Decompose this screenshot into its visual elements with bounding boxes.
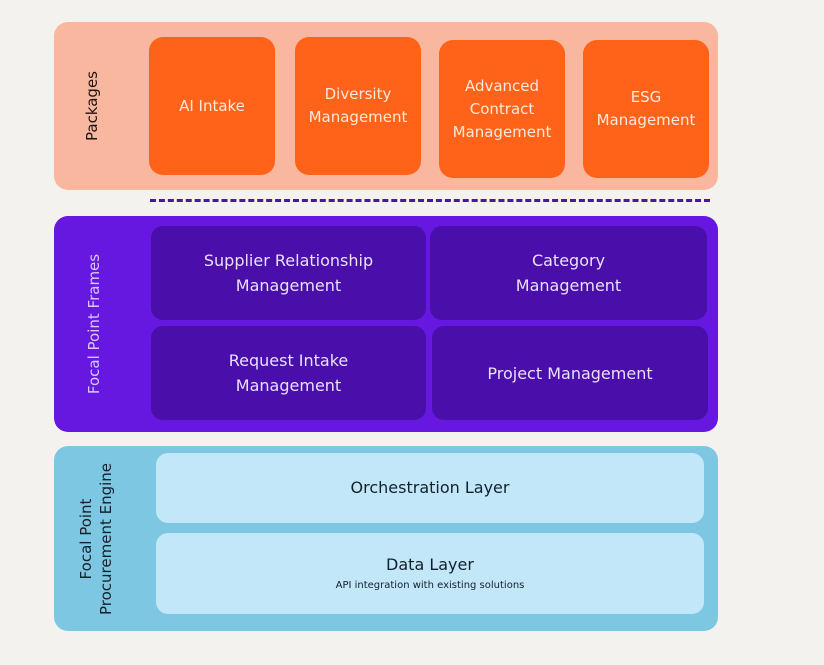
frame-project-management[interactable]: Project Management	[432, 326, 708, 420]
frame-request-intake-management[interactable]: Request Intake Management	[151, 326, 426, 420]
data-layer[interactable]: Data Layer API integration with existing…	[156, 533, 704, 614]
engine-label: Focal Point Procurement Engine	[77, 462, 115, 615]
packages-label: Packages	[83, 71, 101, 141]
data-layer-subtitle: API integration with existing solutions	[335, 580, 525, 591]
package-advanced-contract-management[interactable]: Advanced Contract Management	[439, 40, 565, 178]
package-ai-intake[interactable]: AI Intake	[149, 37, 275, 175]
orchestration-layer[interactable]: Orchestration Layer	[156, 453, 704, 523]
frame-category-management[interactable]: Category Management	[430, 226, 707, 320]
package-diversity-management[interactable]: Diversity Management	[295, 37, 421, 175]
dashed-divider	[150, 199, 710, 202]
frame-supplier-relationship-management[interactable]: Supplier Relationship Management	[151, 226, 426, 320]
frames-label: Focal Point Frames	[85, 253, 103, 395]
package-esg-management[interactable]: ESG Management	[583, 40, 709, 178]
